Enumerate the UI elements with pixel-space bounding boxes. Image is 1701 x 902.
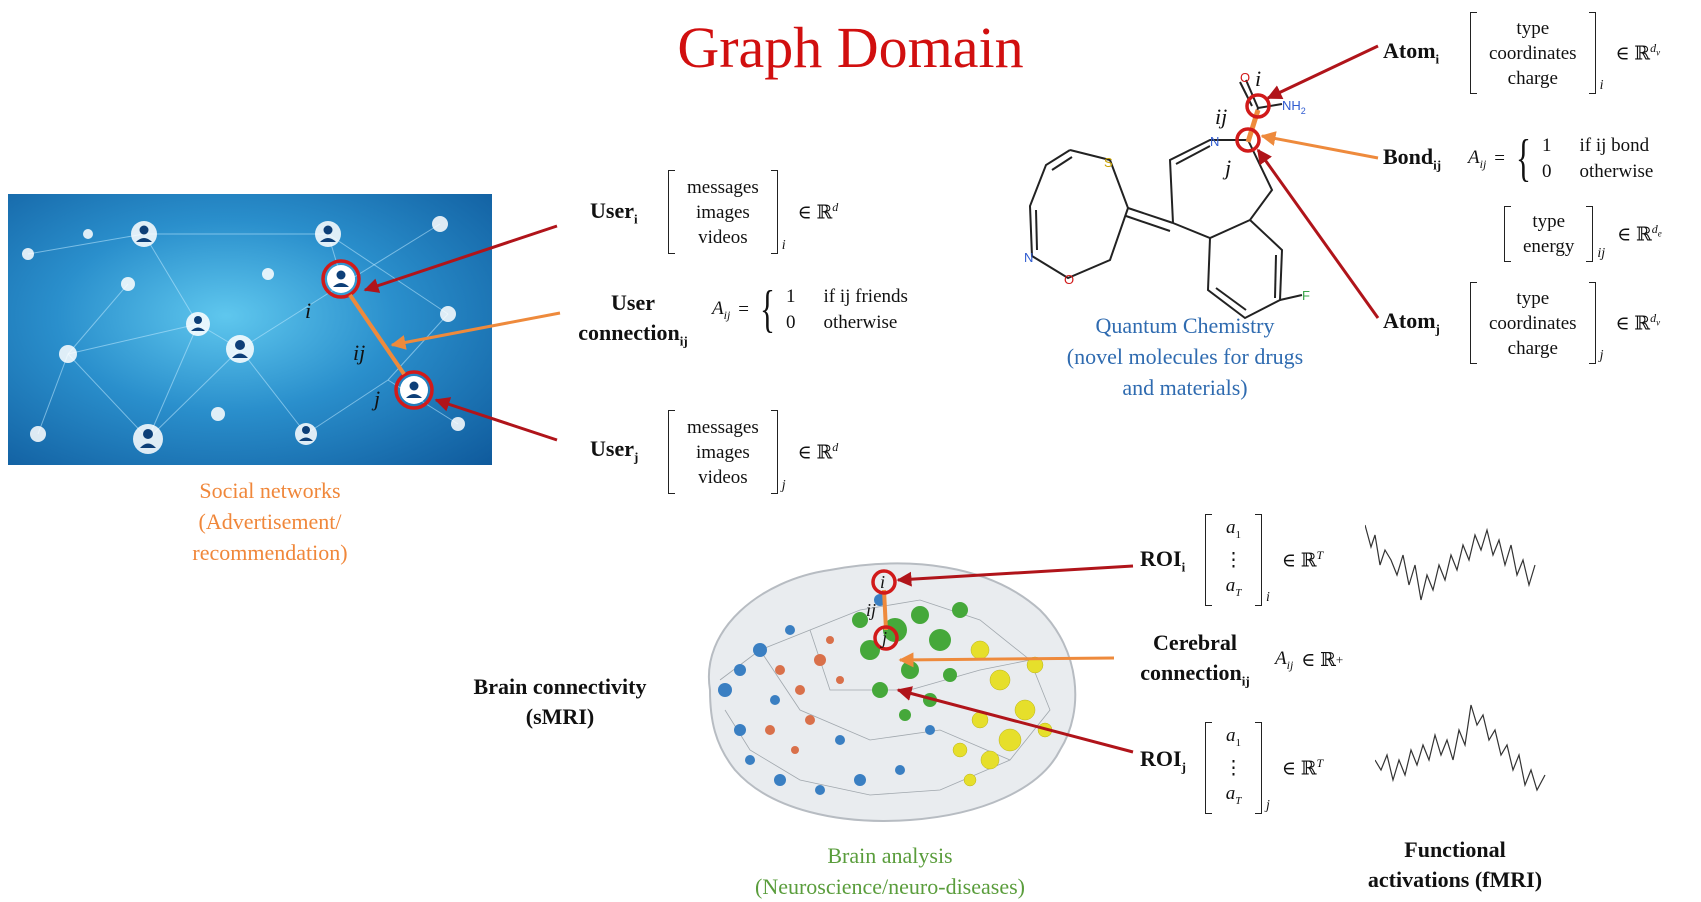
- chemistry-caption-line-1: Quantum Chemistry: [1095, 313, 1275, 338]
- roi-i-feature-vector: a1 ⋮ aT i ∈ ℝT: [1205, 514, 1323, 606]
- social-network-graphic: [22, 216, 465, 454]
- user-j-feature-vector: messages images videos j ∈ ℝd: [668, 410, 838, 494]
- user-i-feature: videos: [698, 226, 748, 248]
- atom-N-left: N: [1024, 250, 1033, 265]
- atom-j-feature: type: [1516, 287, 1550, 309]
- roi-i-space: ∈ ℝT: [1281, 547, 1324, 572]
- social-caption-line-3: recommendation): [192, 540, 348, 565]
- brain-caption: Brain analysis (Neuroscience/neuro-disea…: [680, 840, 1100, 902]
- social-caption-line-2: (Advertisement/: [198, 509, 342, 534]
- brain-node-j-label: j: [882, 628, 888, 648]
- roi-j-feature-vector: a1 ⋮ aT j ∈ ℝT: [1205, 722, 1323, 814]
- atom-j-label: Atomj: [1383, 308, 1440, 337]
- functional-activations-label: Functional activations (fMRI): [1367, 837, 1543, 892]
- roi-i-label: ROIi: [1140, 546, 1186, 575]
- social-node-j-label: j: [374, 386, 381, 411]
- chemistry-caption: Quantum Chemistry (novel molecules for d…: [1020, 310, 1350, 403]
- chem-node-i-label: i: [1255, 66, 1262, 91]
- atom-j-feature-vector: type coordinates charge j ∈ ℝdv: [1470, 282, 1660, 364]
- atom-j-feature: charge: [1507, 337, 1558, 359]
- chem-edge-ij-label: ij: [1215, 104, 1228, 129]
- roi-j-label: ROIj: [1140, 746, 1186, 775]
- atom-j-feature: coordinates: [1489, 312, 1577, 334]
- bond-ij-space: ∈ ℝde: [1617, 221, 1662, 246]
- user-j-label: Userj: [590, 436, 639, 465]
- brain-node-i-label: i: [880, 572, 886, 592]
- atom-i-feature: type: [1516, 17, 1550, 39]
- atom-N-mid: N: [1210, 134, 1219, 149]
- chem-node-j-label: j: [1225, 155, 1232, 180]
- user-connection-label: User connectionij: [578, 290, 688, 349]
- atom-O-left: O: [1064, 272, 1074, 287]
- roi-j-space: ∈ ℝT: [1281, 755, 1324, 780]
- user-i-space: ∈ ℝd: [797, 199, 839, 224]
- bond-ij-feature: energy: [1523, 236, 1575, 257]
- atom-i-feature: coordinates: [1489, 42, 1577, 64]
- fmri-signal-j: [1375, 700, 1547, 810]
- cerebral-connection-label: Cerebral connectionij: [1140, 630, 1250, 689]
- brain-edge-ij-label: ij: [866, 600, 877, 620]
- molecule-diagram: O NH2 N S N O F: [1024, 70, 1310, 320]
- bond-ij-feature: type: [1532, 211, 1566, 232]
- user-j-feature: videos: [698, 466, 748, 488]
- atom-NH2: NH2: [1282, 98, 1306, 116]
- bond-ij-feature-vector: type energy ij ∈ ℝde: [1504, 206, 1662, 262]
- user-i-feature-vector: messages images videos i ∈ ℝd: [668, 170, 838, 254]
- chemistry-caption-line-3: and materials): [1122, 375, 1248, 400]
- atom-S: S: [1104, 155, 1113, 170]
- social-caption: Social networks (Advertisement/ recommen…: [140, 475, 400, 568]
- user-i-feature: messages: [687, 176, 759, 198]
- user-j-feature: messages: [687, 416, 759, 438]
- brain-caption-line-2: (Neuroscience/neuro-diseases): [755, 874, 1025, 899]
- atom-O-top: O: [1240, 70, 1250, 85]
- bond-ij-label: Bondij: [1383, 144, 1442, 173]
- cerebral-connection-equation: Aij ∈ ℝ+: [1275, 648, 1344, 672]
- brain-caption-line-1: Brain analysis: [827, 843, 953, 868]
- atom-F: F: [1302, 288, 1310, 303]
- user-i-feature: images: [695, 201, 750, 223]
- fmri-signal-i: [1365, 505, 1537, 615]
- atom-j-space: ∈ ℝdv: [1615, 310, 1661, 335]
- page-title: Graph Domain: [677, 15, 1024, 80]
- social-network-image: [8, 194, 492, 465]
- social-caption-line-1: Social networks: [199, 478, 341, 503]
- atom-i-feature: charge: [1507, 67, 1558, 89]
- social-node-i-label: i: [305, 298, 312, 323]
- social-edge-ij-label: ij: [353, 340, 366, 365]
- atom-i-space: ∈ ℝdv: [1615, 40, 1661, 65]
- brain-connectivity-label: Brain connectivity (sMRI): [473, 674, 647, 729]
- user-j-space: ∈ ℝd: [797, 439, 839, 464]
- atom-i-feature-vector: type coordinates charge i ∈ ℝdv: [1470, 12, 1660, 94]
- user-i-label: Useri: [590, 198, 638, 227]
- chemistry-caption-line-2: (novel molecules for drugs: [1066, 344, 1304, 369]
- user-j-feature: images: [695, 441, 750, 463]
- atom-i-label: Atomi: [1383, 38, 1440, 67]
